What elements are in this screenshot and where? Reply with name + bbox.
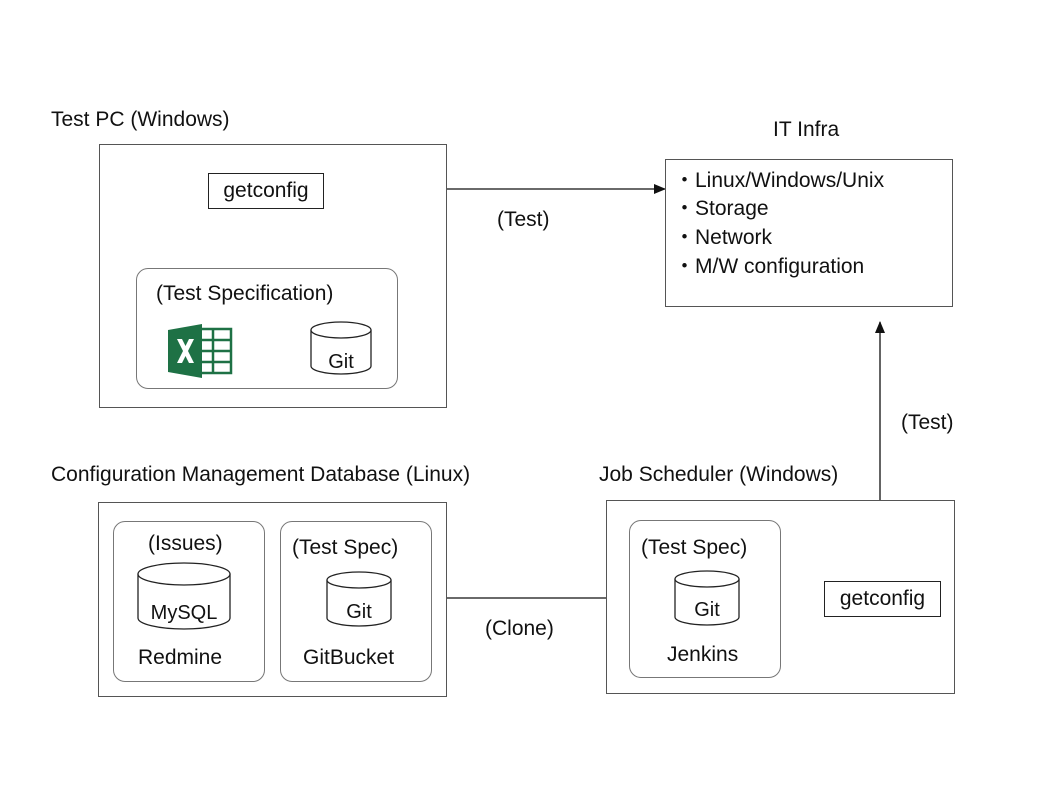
it-infra-item: ・Network xyxy=(674,226,773,249)
edge-label-clone: (Clone) xyxy=(485,617,554,640)
issues-label: (Issues) xyxy=(148,532,223,555)
jenkins-git-label: Git xyxy=(694,599,720,621)
jenkins-label: Jenkins xyxy=(667,643,739,666)
edge-label-test-top: (Test) xyxy=(497,208,550,231)
jenkins-git-cylinder xyxy=(674,570,740,626)
edge-label-test-right: (Test) xyxy=(901,411,954,434)
test-pc-git-cylinder xyxy=(310,321,372,375)
gitbucket-git-cylinder xyxy=(326,571,392,627)
it-infra-item: ・M/W configuration xyxy=(674,255,865,278)
it-infra-title: IT Infra xyxy=(773,118,840,141)
test-pc-getconfig: getconfig xyxy=(208,173,324,209)
test-spec-title: (Test Specification) xyxy=(156,282,334,305)
it-infra-item: ・Storage xyxy=(674,197,769,220)
gitbucket-git-label: Git xyxy=(346,601,372,623)
it-infra-item: ・Linux/Windows/Unix xyxy=(674,169,885,192)
mysql-cylinder xyxy=(137,562,231,630)
job-scheduler-title: Job Scheduler (Windows) xyxy=(599,463,839,486)
test-pc-git-label: Git xyxy=(328,351,354,373)
it-infra-box xyxy=(665,159,953,307)
cmdb-title: Configuration Management Database (Linux… xyxy=(51,463,471,486)
test-pc-title: Test PC (Windows) xyxy=(51,108,230,131)
mysql-label: MySQL xyxy=(150,602,218,624)
redmine-label: Redmine xyxy=(138,646,223,669)
job-scheduler-getconfig: getconfig xyxy=(824,581,941,617)
excel-icon xyxy=(168,324,233,378)
gitbucket-label: GitBucket xyxy=(303,646,395,669)
jenkins-spec-label: (Test Spec) xyxy=(641,536,748,559)
cmdb-spec-label: (Test Spec) xyxy=(292,536,399,559)
